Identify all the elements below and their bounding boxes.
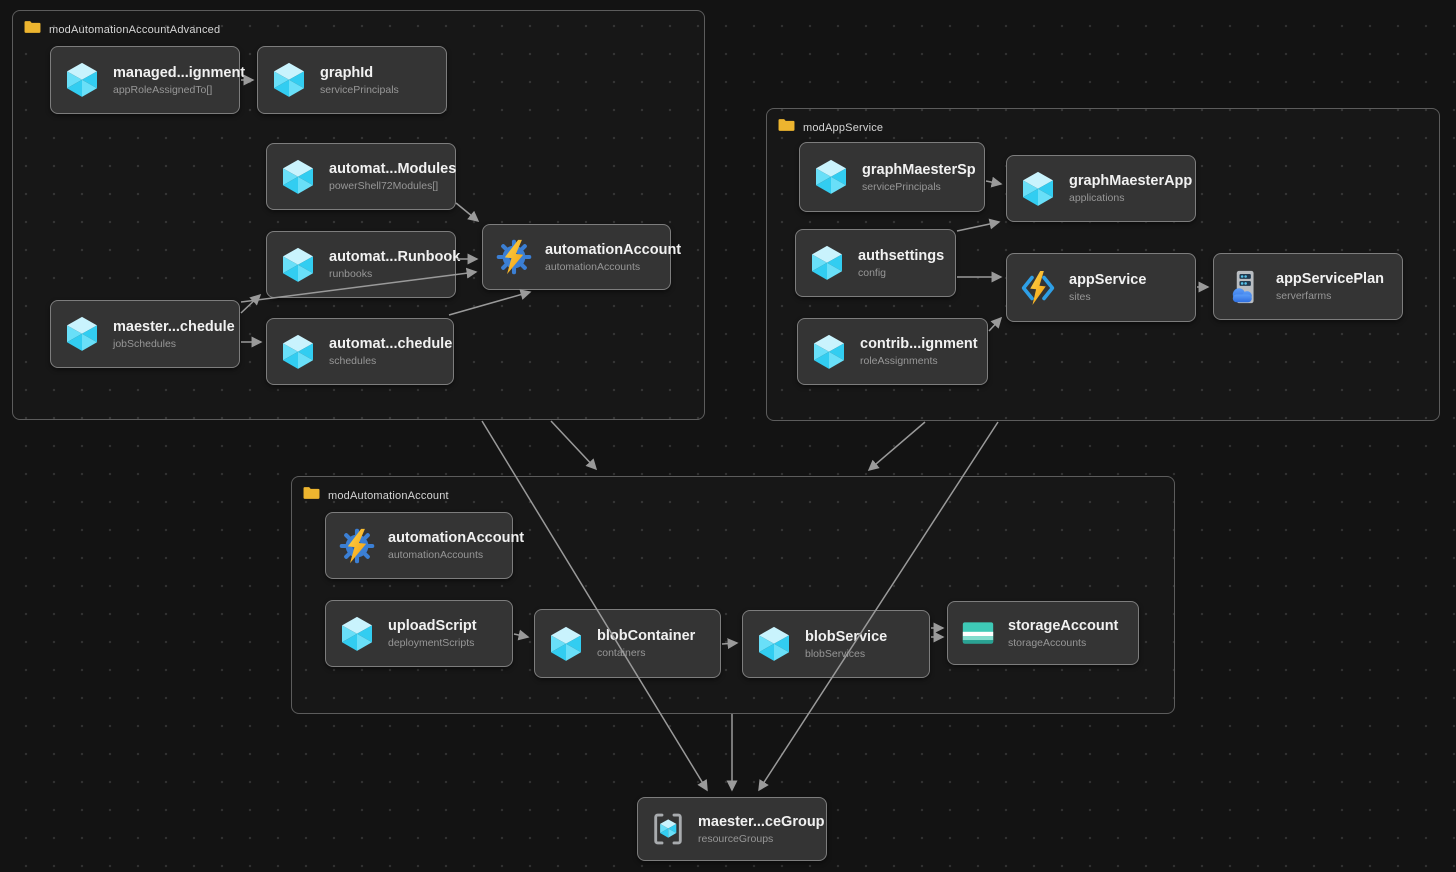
resource-node-type: serverfarms [1276, 290, 1332, 302]
arm-cube-icon [338, 615, 376, 653]
resource-node-maesterResourceGroup[interactable]: maester...ceGroup resourceGroups [637, 797, 827, 861]
resource-node-appServicePlan[interactable]: appServicePlan serverfarms [1213, 253, 1403, 320]
module-group-label: modAppService [803, 121, 884, 134]
module-group-header: modAutomationAccount [292, 477, 1174, 514]
resource-node-graphMaesterSp[interactable]: graphMaesterSp servicePrincipals [799, 142, 985, 212]
arm-cube-icon [547, 625, 585, 663]
resource-node-title: automationAccount [388, 530, 525, 546]
resource-node-title: graphMaesterApp [1069, 173, 1193, 189]
resource-node-title: graphId [320, 64, 374, 81]
arm-cube-icon [755, 625, 793, 663]
arm-cube-icon [63, 61, 101, 99]
resource-group-icon [650, 811, 686, 847]
resource-node-type: containers [597, 647, 646, 659]
resource-node-managedIdentityAssignment[interactable]: managed...ignment appRoleAssignedTo[] [50, 46, 246, 114]
resource-node-title: automat...Modules [329, 161, 457, 177]
resource-node-title: maester...chedule [113, 318, 235, 335]
resource-node-title: uploadScript [388, 618, 477, 634]
resource-node-title: managed...ignment [113, 64, 246, 81]
resource-node-title: appServicePlan [1276, 271, 1384, 287]
folder-icon [778, 118, 795, 137]
resource-node-appService[interactable]: appService sites [1006, 253, 1196, 322]
resource-node-type: automationAccounts [388, 549, 484, 561]
arm-cube-icon [279, 246, 317, 284]
resource-node-contributorAssignment[interactable]: contrib...ignment roleAssignments [797, 318, 988, 385]
arm-cube-icon [810, 333, 848, 371]
resource-node-type: sites [1069, 291, 1091, 303]
resource-node-storageAccount[interactable]: storageAccount storageAccounts [947, 601, 1139, 665]
resource-node-title: contrib...ignment [860, 336, 978, 352]
resource-node-automationSchedule[interactable]: automat...chedule schedules [266, 318, 454, 385]
folder-icon [303, 486, 320, 505]
module-group-header: modAutomationAccountAdvanced [13, 11, 704, 48]
resource-node-title: blobService [805, 628, 888, 645]
app-service-plan-icon [1226, 268, 1264, 306]
resource-node-type: automationAccounts [545, 260, 641, 273]
arm-cube-icon [63, 315, 101, 353]
resource-node-title: automat...chedule [329, 336, 453, 352]
resource-node-type: powerShell72Modules[] [329, 180, 439, 192]
resource-node-type: runbooks [329, 268, 373, 280]
resource-node-uploadScript[interactable]: uploadScript deploymentScripts [325, 600, 513, 667]
resource-node-automationModules[interactable]: automat...Modules powerShell72Modules[] [266, 143, 456, 210]
folder-icon [24, 20, 41, 39]
resource-node-title: blobContainer [597, 628, 696, 644]
resource-node-automationAccountAdv[interactable]: automationAccount automationAccounts [482, 224, 682, 290]
resource-node-title: appService [1069, 272, 1147, 288]
resource-node-type: storageAccounts [1008, 636, 1087, 649]
resource-node-type: applications [1069, 192, 1125, 204]
resource-node-automationAccount[interactable]: automationAccount automationAccounts [325, 512, 525, 579]
automation-account-icon [495, 238, 533, 276]
resource-node-type: servicePrincipals [862, 180, 941, 193]
resource-node-graphId[interactable]: graphId servicePrincipals [257, 46, 447, 114]
resource-node-title: maester...ceGroup [698, 813, 825, 830]
resource-node-automationRunbook[interactable]: automat...Runbook runbooks [266, 231, 461, 298]
storage-account-icon [960, 615, 996, 651]
resource-node-maesterSchedule[interactable]: maester...chedule jobSchedules [50, 300, 240, 368]
resource-node-title: graphMaesterSp [862, 161, 976, 178]
module-group-modAutomationAccountAdvanced: modAutomationAccountAdvanced [12, 10, 705, 420]
arm-cube-icon [270, 61, 308, 99]
arm-cube-icon [808, 244, 846, 282]
arm-cube-icon [1019, 170, 1057, 208]
arm-cube-icon [279, 333, 317, 371]
resource-node-type: servicePrincipals [320, 83, 399, 96]
resource-node-type: jobSchedules [113, 337, 177, 350]
app-service-icon [1019, 269, 1057, 307]
resource-node-type: resourceGroups [698, 832, 774, 845]
resource-node-graphMaesterApp[interactable]: graphMaesterApp applications [1006, 155, 1196, 222]
resource-node-type: deploymentScripts [388, 637, 475, 649]
module-group-label: modAutomationAccountAdvanced [49, 23, 221, 36]
module-group-header: modAppService [767, 109, 1439, 146]
module-group-modAutomationAccount: modAutomationAccount [291, 476, 1175, 714]
resource-node-type: roleAssignments [860, 355, 938, 367]
resource-node-blobService[interactable]: blobService blobServices [742, 610, 930, 678]
edge-modAppService-to-modAutomationAccount [867, 421, 926, 472]
resource-node-title: storageAccount [1008, 617, 1119, 634]
resource-node-title: automationAccount [545, 241, 682, 258]
resource-node-title: automat...Runbook [329, 249, 461, 265]
resource-node-type: appRoleAssignedTo[] [113, 83, 213, 96]
resource-node-type: blobServices [805, 647, 866, 660]
automation-account-icon [338, 527, 376, 565]
module-group-label: modAutomationAccount [328, 489, 449, 502]
resource-node-authsettings[interactable]: authsettings config [795, 229, 956, 297]
edge-modAutomationAccountAdvanced-to-modAutomationAccount [550, 420, 598, 471]
resource-node-blobContainer[interactable]: blobContainer containers [534, 609, 721, 678]
resource-node-type: config [858, 266, 887, 279]
module-group-modAppService: modAppService [766, 108, 1440, 421]
arm-cube-icon [279, 158, 317, 196]
resource-node-title: authsettings [858, 247, 945, 264]
resource-node-type: schedules [329, 355, 377, 367]
arm-cube-icon [812, 158, 850, 196]
